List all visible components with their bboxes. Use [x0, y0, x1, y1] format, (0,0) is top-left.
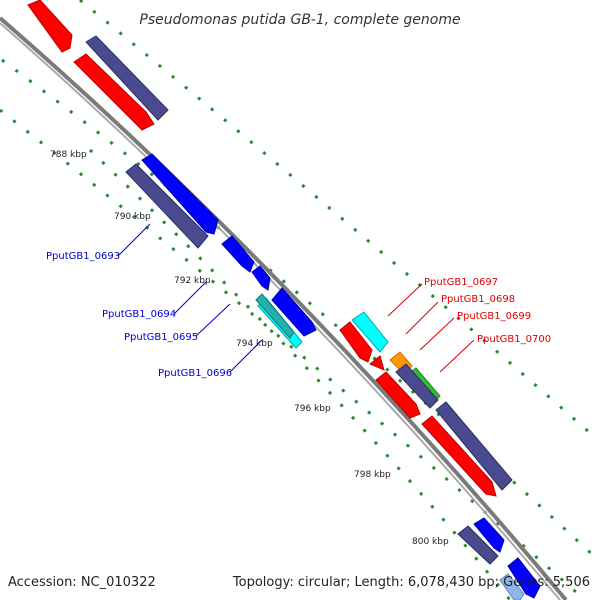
gene-blue[interactable] — [473, 517, 505, 553]
gene-label[interactable]: PputGB1_0695 — [124, 332, 198, 343]
map-title: Pseudomonas putida GB-1, complete genome — [139, 12, 460, 28]
gene-red[interactable] — [369, 355, 385, 371]
gene-navy[interactable] — [125, 163, 209, 249]
inner-dotted-ring — [0, 108, 586, 600]
tick-labels: 788 kbp 790 kbp 792 kbp 794 kbp 796 kbp … — [50, 150, 449, 547]
gene-label[interactable]: PputGB1_0700 — [477, 334, 551, 345]
gene-teal[interactable] — [255, 293, 295, 339]
tick-label: 790 kbp — [114, 212, 151, 222]
gene-light-blue[interactable] — [499, 573, 525, 600]
gene-red[interactable] — [421, 415, 497, 497]
gene-cyan[interactable] — [351, 311, 389, 353]
gene-label[interactable]: PputGB1_0693 — [46, 251, 120, 262]
gene-blue[interactable] — [141, 153, 219, 235]
gene-label[interactable]: PputGB1_0697 — [424, 277, 498, 288]
gene-red[interactable] — [339, 321, 373, 363]
gene-labels-right: PputGB1_0697 PputGB1_0698 PputGB1_0699 P… — [387, 277, 551, 373]
gene-labels-left: PputGB1_0693 PputGB1_0694 PputGB1_0695 P… — [46, 223, 263, 379]
accession-text: Accession: NC_010322 — [8, 575, 156, 590]
gene-red[interactable] — [73, 53, 155, 131]
gene-red[interactable] — [375, 371, 421, 419]
genes-outer-strand — [339, 311, 513, 497]
gene-navy[interactable] — [435, 401, 513, 491]
gene-label[interactable]: PputGB1_0696 — [158, 368, 232, 379]
gene-navy[interactable] — [395, 363, 439, 409]
gene-red[interactable] — [27, 0, 73, 53]
gene-blue[interactable] — [271, 287, 317, 337]
tick-label: 788 kbp — [50, 150, 87, 160]
tick-label: 796 kbp — [294, 404, 331, 414]
gene-navy[interactable] — [85, 35, 169, 121]
gene-blue[interactable] — [251, 265, 271, 291]
gene-navy[interactable] — [457, 525, 499, 565]
tick-label: 800 kbp — [412, 537, 449, 547]
gene-label[interactable]: PputGB1_0699 — [457, 311, 531, 322]
tick-label: 798 kbp — [354, 470, 391, 480]
topology-text: Topology: circular; Length: 6,078,430 bp… — [232, 575, 590, 590]
gene-label[interactable]: PputGB1_0698 — [441, 294, 515, 305]
gene-label[interactable]: PputGB1_0694 — [102, 309, 176, 320]
genes-inner-strand — [27, 0, 541, 600]
gene-blue[interactable] — [221, 235, 255, 273]
tick-label: 794 kbp — [236, 339, 273, 349]
tick-label: 792 kbp — [174, 276, 211, 286]
gene-blue[interactable] — [507, 557, 541, 599]
